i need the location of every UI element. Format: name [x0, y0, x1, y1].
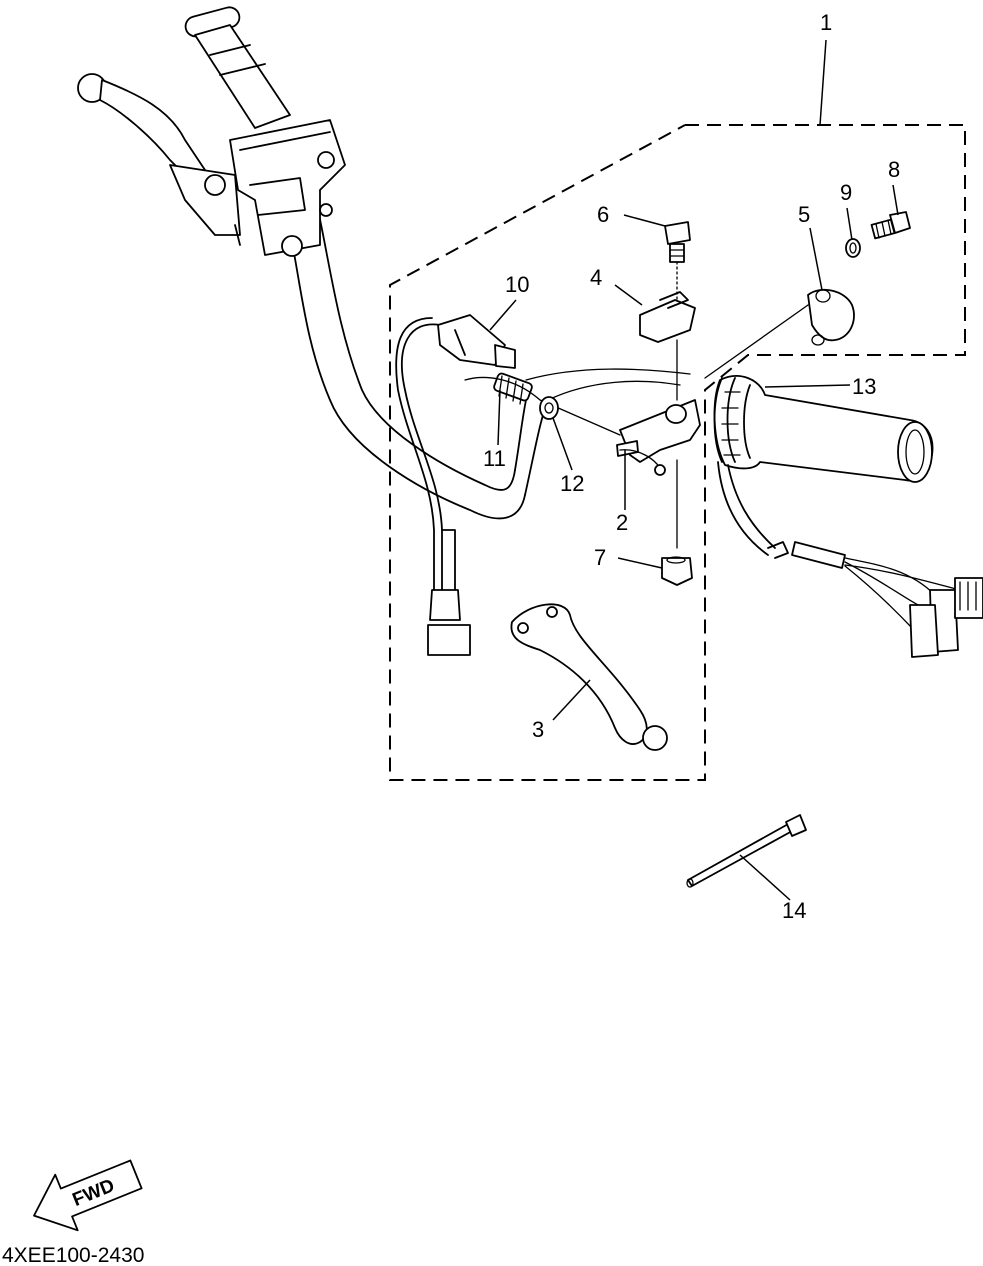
callout-9: 9 — [840, 180, 852, 205]
part-2-lever-holder — [616, 399, 701, 476]
callout-8: 8 — [888, 157, 900, 182]
callouts: 1 6 4 5 9 8 10 11 12 2 7 3 13 14 — [483, 10, 900, 923]
callout-10: 10 — [505, 272, 529, 297]
callout-11: 11 — [483, 446, 506, 471]
part-10-switch — [437, 314, 516, 369]
part-6-bolt — [664, 221, 691, 301]
fwd-arrow-icon: FWD — [33, 1159, 143, 1232]
part-11-adjuster — [464, 372, 621, 436]
callout-14: 14 — [782, 898, 806, 923]
part-5-housing — [704, 288, 855, 379]
part-12-nut — [539, 396, 559, 420]
callout-6: 6 — [597, 202, 609, 227]
assembly-boundary-1 — [389, 124, 966, 781]
callout-12: 12 — [560, 471, 584, 496]
part-9-washer — [845, 238, 861, 258]
part-7-nut — [661, 556, 693, 586]
handlebar-tube — [281, 199, 691, 520]
diagram-code: 4XEE100-2430 — [2, 1244, 144, 1266]
part-13-grip — [713, 375, 934, 483]
part-4-clamp — [639, 291, 696, 343]
callout-5: 5 — [798, 202, 810, 227]
callout-1: 1 — [820, 10, 832, 35]
callout-13: 13 — [852, 374, 876, 399]
callout-7: 7 — [594, 545, 606, 570]
part-8-screw — [870, 211, 911, 240]
callout-4: 4 — [590, 265, 602, 290]
leader-lines — [489, 39, 899, 901]
callout-2: 2 — [616, 510, 628, 535]
throttle-wiring — [717, 461, 983, 658]
callout-3: 3 — [532, 717, 544, 742]
part-14-cable-tie — [686, 814, 807, 888]
left-handlebar-controls — [77, 6, 346, 257]
part-3-lever — [510, 603, 668, 751]
switch-wire-harness — [395, 317, 471, 656]
